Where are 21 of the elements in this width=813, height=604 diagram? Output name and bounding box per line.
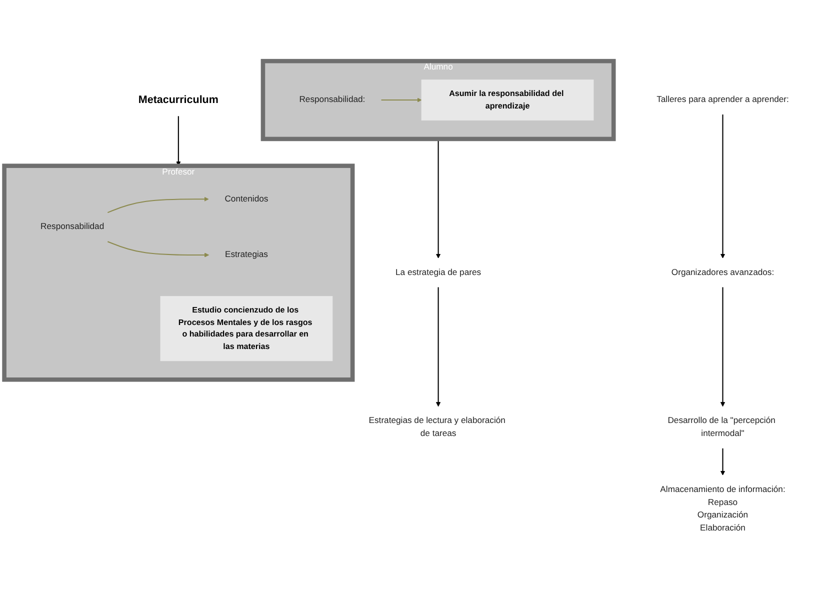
node-box: Asumir la responsabilidad del aprendizaje — [421, 80, 594, 120]
arrow — [720, 114, 726, 258]
node-text: Organizadores avanzados: — [671, 268, 774, 278]
arrow — [381, 98, 422, 102]
node-text: Metacurriculum — [138, 94, 218, 106]
node-text: Desarrollo de la "percepción intermodal" — [668, 416, 776, 438]
node-text: Estrategias de lectura y elaboración de tareas — [368, 416, 506, 438]
node-text: Responsabilidad: — [299, 95, 366, 104]
node-text: Almacenamiento de información: Repaso Organización Elaboración — [660, 484, 786, 533]
node-text: Estrategias — [224, 250, 268, 260]
arrow — [436, 287, 441, 407]
node-text: La estrategia de pares — [396, 268, 482, 278]
arrow — [720, 448, 726, 476]
node-box: Estudio concienzudo de los Procesos Mentales y de los rasgos o habilidades para desarrollar en las materias — [160, 296, 333, 362]
arrow — [720, 287, 726, 407]
node-text: Talleres para aprender a aprender: — [656, 95, 789, 104]
arrow — [107, 196, 209, 214]
arrow — [107, 241, 210, 258]
node-text: Responsabilidad — [40, 222, 104, 232]
node-text: Contenidos — [224, 194, 268, 204]
arrow — [436, 138, 441, 258]
